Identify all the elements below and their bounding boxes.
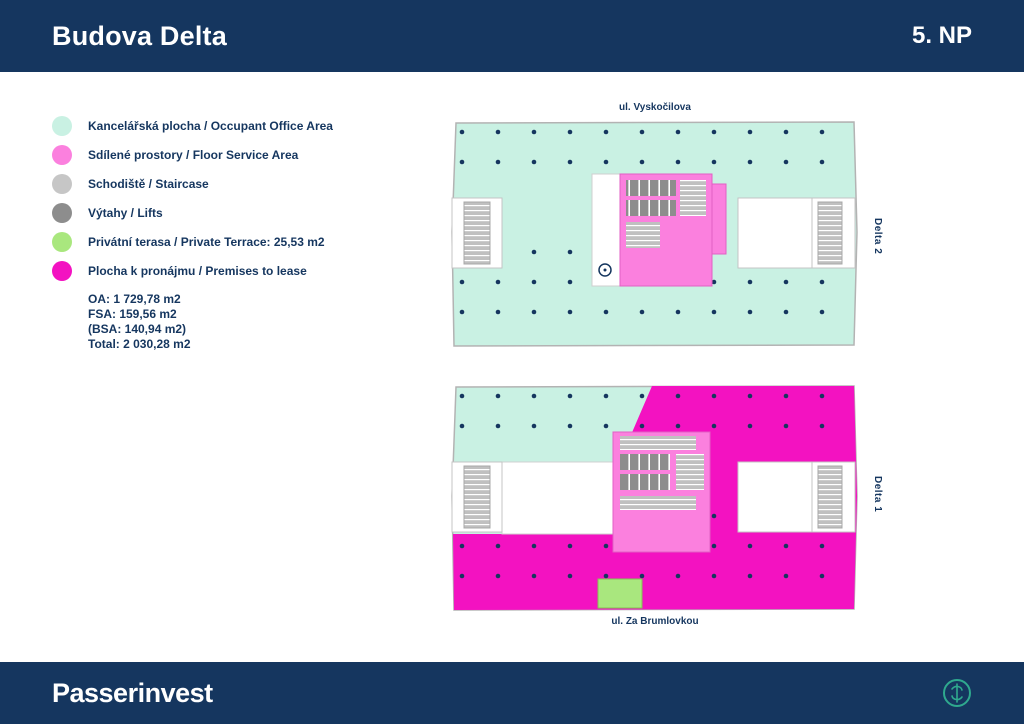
floor-label: 5. NP — [911, 22, 972, 49]
staircase-swatch — [52, 174, 72, 194]
legend-label: Výtahy / Lifts — [88, 205, 163, 220]
footer-badge-icon — [943, 679, 971, 707]
legend-item-staircase: Schodiště / Staircase — [52, 174, 382, 194]
floor-plan-delta-2 — [450, 120, 860, 348]
building-label-delta-2: Delta 2 — [872, 218, 883, 255]
street-label-vyskocilova: ul. Vyskočilova — [619, 102, 691, 113]
service-area-swatch — [52, 145, 72, 165]
legend-item-terrace: Privátní terasa / Private Terrace: 25,53… — [52, 232, 382, 252]
office-area-swatch — [52, 116, 72, 136]
floor-plan-delta-1 — [450, 384, 860, 612]
lease-detail-fsa: FSA: 159,56 m2 — [88, 307, 177, 321]
page-title: Budova Delta — [52, 20, 227, 51]
floor-plan-delta-1-drawing — [451, 385, 858, 611]
lease-detail-bsa: (BSA: 140,94 m2) — [88, 322, 187, 336]
lease-swatch — [52, 261, 72, 281]
footer-bar: Passerinvest — [0, 662, 1024, 724]
legend-item-service: Sdílené prostory / Floor Service Area — [52, 145, 382, 165]
lease-detail-total: Total: 2 030,28 m2 — [88, 337, 191, 351]
legend-label: Schodiště / Staircase — [88, 176, 209, 191]
legend-item-lifts: Výtahy / Lifts — [52, 203, 382, 223]
legend-item-lease: Plocha k pronájmu / Premises to lease — [52, 261, 382, 281]
lease-details: OA: 1 729,78 m2 FSA: 159,56 m2 (BSA: 140… — [88, 292, 382, 352]
header-bar: Budova Delta 5. NP — [0, 0, 1024, 72]
terrace-swatch — [52, 232, 72, 252]
legend-label: Kancelářská plocha / Occupant Office Are… — [88, 118, 333, 133]
lease-detail-oa: OA: 1 729,78 m2 — [88, 292, 181, 306]
legend-label: Plocha k pronájmu / Premises to lease — [88, 263, 307, 278]
lifts-swatch — [52, 203, 72, 223]
legend-item-office: Kancelářská plocha / Occupant Office Are… — [52, 116, 382, 136]
brand-logo: Passerinvest — [52, 677, 213, 708]
building-label-delta-1: Delta 1 — [872, 476, 883, 513]
floor-plan-delta-2-drawing — [451, 121, 858, 347]
legend-label: Sdílené prostory / Floor Service Area — [88, 147, 299, 162]
street-label-za-brumlovkou: ul. Za Brumlovkou — [611, 616, 699, 627]
legend: Kancelářská plocha / Occupant Office Are… — [52, 116, 382, 352]
legend-label: Privátní terasa / Private Terrace: 25,53… — [88, 234, 325, 249]
